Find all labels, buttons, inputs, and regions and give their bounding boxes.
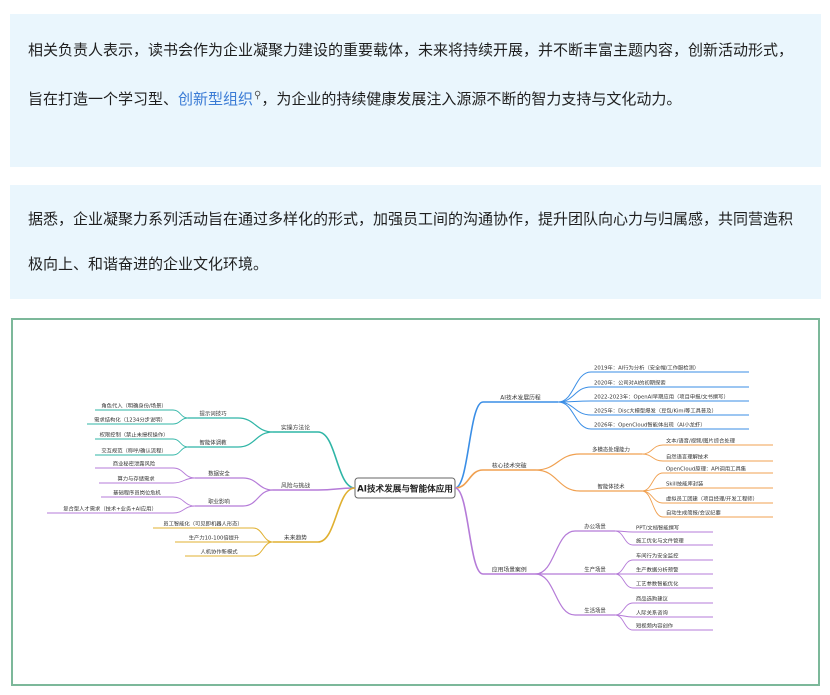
leaf-l2-0: 员工智能化（可见即机器人形态） xyxy=(163,520,242,528)
leaf-line-l1-1-1 xyxy=(172,505,196,514)
leaf-r1-0-0: 文本/语音/视频/图片综合处理 xyxy=(666,437,736,445)
leaf-r2-1-0: 车间行为安全监控 xyxy=(636,552,679,560)
leaf-r1-1-0: OpenCloud原理：API调用工具集 xyxy=(666,465,747,473)
leaf-line-l0-0-0 xyxy=(172,409,189,419)
leaf-r0-1: 2020年：公司对AI的初期探索 xyxy=(594,379,666,387)
leaf-line-r2-0-1 xyxy=(614,530,634,546)
leaf-line-r1-1-3 xyxy=(641,490,664,518)
sub-line-l0-1 xyxy=(237,431,274,448)
sub-label-l0-1: 智能体调教 xyxy=(200,439,228,447)
leaf-r1-1-1: Skill技能库封装 xyxy=(666,480,704,488)
paragraph1-text-before: 相关负责人表示，读书会作为企业凝聚力建设的重要载体，未来将持续开展，并不断丰富主… xyxy=(28,41,794,108)
paragraph-box-2: 据悉，企业凝聚力系列活动旨在通过多样化的形式，加强员工间的沟通协作，提升团队向心… xyxy=(10,185,821,299)
leaf-r2-1-2: 工艺参数智能优化 xyxy=(636,580,679,588)
leaf-line-r0-4 xyxy=(557,401,592,430)
mindmap-svg: AI技术发展与智能体应用 AI技术发展历程 2019年：AI行为分析（安全帽/工作服… xyxy=(47,364,773,631)
paragraph2-text: 据悉，企业凝聚力系列活动旨在通过多样化的形式，加强员工间的沟通协作，提升团队向心… xyxy=(28,210,794,273)
lbranch-line-0 xyxy=(317,431,356,489)
leaf-line-l0-1-0 xyxy=(172,438,189,448)
leaf-line-r0-3 xyxy=(557,401,592,416)
leaf-r0-3: 2025年：Disc大模型爆发（豆包/Kimi等工具普及） xyxy=(594,407,717,415)
leaf-l2-2: 人机协作新模式 xyxy=(200,548,238,556)
sub-label-l0-0: 提示词技巧 xyxy=(200,410,228,418)
leaf-line-l1-1-0 xyxy=(172,496,196,507)
mindmap-image: AI技术发展与智能体应用 AI技术发展历程 2019年：AI行为分析（安全帽/工作服… xyxy=(11,318,820,686)
leaf-line-r0-0 xyxy=(557,371,592,403)
leaf-line-l2-0 xyxy=(252,527,274,543)
leaf-r2-2-2: 短视频内容创作 xyxy=(636,622,674,630)
leaf-line-r1-1-1 xyxy=(641,487,664,492)
leaf-line-l2-2 xyxy=(252,541,274,557)
lbranch-line-2 xyxy=(317,487,356,543)
lbranch-label-2: 未来趋势 xyxy=(284,534,307,542)
sub-label-l1-1: 职业影响 xyxy=(208,498,230,506)
leaf-r1-1-2: 虚拟员工团建（项目经理/开发工程师） xyxy=(666,495,758,503)
leaf-l1-1-1: 复合型人才需求（技术+业务+AI应用） xyxy=(63,505,157,513)
leaf-r2-0-1: 施工优化与文件管理 xyxy=(636,537,684,545)
paragraph1-text-after: ，为企业的持续健康发展注入源源不断的智力支持与文化动力。 xyxy=(261,90,682,108)
sub-line-r1-0 xyxy=(535,453,581,471)
sub-label-r2-1: 生产场景 xyxy=(584,566,606,574)
sub-line-r1-1 xyxy=(535,469,581,492)
leaf-r2-1-1: 生产数据分析预警 xyxy=(636,566,679,574)
branch-line-2 xyxy=(454,487,484,575)
branch-line-0 xyxy=(454,401,484,489)
sub-line-l1-0 xyxy=(242,477,274,491)
leaf-l0-0-1: 需求结构化（1234分步说明） xyxy=(94,416,166,424)
paragraph-box-1: 相关负责人表示，读书会作为企业凝聚力建设的重要载体，未来将持续开展，并不断丰富主… xyxy=(10,14,821,167)
leaf-r2-2-0: 商品选购建议 xyxy=(636,595,668,603)
leaf-line-r2-2-0 xyxy=(614,602,634,616)
lbranch-label-0: 实操方法论 xyxy=(281,424,310,432)
sub-label-r1-0: 多模态处理能力 xyxy=(592,446,630,454)
leaf-l0-0-0: 角色代入（明确身份/场景） xyxy=(101,402,166,410)
lbranch-label-1: 风险与挑战 xyxy=(281,482,310,490)
sub-label-r1-1: 智能体技术 xyxy=(598,483,626,491)
leaf-line-l0-0-1 xyxy=(172,417,189,425)
sub-label-l1-0: 数据安全 xyxy=(208,470,230,478)
mindmap-root-label: AI技术发展与智能体应用 xyxy=(357,483,453,495)
sub-line-r2-0 xyxy=(535,530,576,575)
leaf-line-r1-1-2 xyxy=(641,490,664,504)
leaf-line-l1-0-0 xyxy=(172,467,196,479)
sub-label-r2-0: 办公场景 xyxy=(584,523,606,531)
leaf-r0-2: 2022-2023年：OpenAI早期应用（项目申报/文书撰写） xyxy=(594,393,729,401)
leaf-l1-0-1: 算力与存储需求 xyxy=(117,475,155,483)
leaf-l0-1-1: 交互规范（称呼/确认流程） xyxy=(101,447,166,455)
sub-line-l1-1 xyxy=(242,489,274,507)
leaf-l1-1-0: 基础程序员岗位危机 xyxy=(113,489,161,497)
leaf-r1-0-1: 自然语言理解技术 xyxy=(666,453,709,461)
leaf-line-l1-0-1 xyxy=(172,477,196,484)
leaf-l2-1: 生产力10-100倍提升 xyxy=(189,534,240,542)
leaf-r0-4: 2026年：OpenCloud智能体出现（AI小龙虾） xyxy=(594,421,706,429)
leaf-l0-1-0: 权限控制（禁止未授权操作） xyxy=(100,431,169,439)
branch-label-1: 核心技术突破 xyxy=(492,462,527,470)
leaf-r0-0: 2019年：AI行为分析（安全帽/工作服检测） xyxy=(594,364,699,372)
leaf-line-r0-1 xyxy=(557,386,592,403)
leaf-line-r2-1-2 xyxy=(614,573,634,589)
lbranch-line-1 xyxy=(317,487,356,491)
leaf-r1-1-3: 自动生成简报/会议纪要 xyxy=(666,509,721,517)
innovation-org-link[interactable]: 创新型组织 xyxy=(178,90,254,108)
leaf-line-l0-1-1 xyxy=(172,446,189,456)
branch-line-1 xyxy=(454,469,484,489)
sub-label-r2-2: 生活场景 xyxy=(584,607,606,615)
leaf-line-r1-0-0 xyxy=(641,444,664,455)
leaf-r2-0-0: PPT/文档智能撰写 xyxy=(636,524,679,532)
branch-label-0: AI技术发展历程 xyxy=(500,394,541,402)
branch-label-2: 应用场景案例 xyxy=(492,566,527,574)
sub-line-l0-0 xyxy=(237,417,274,433)
search-icon[interactable]: ⚲ xyxy=(254,90,262,101)
sub-line-r2-2 xyxy=(535,573,576,616)
leaf-line-r2-1-0 xyxy=(614,559,634,575)
leaf-line-r2-2-2 xyxy=(614,614,634,631)
leaf-l1-0-0: 商业秘密泄露风险 xyxy=(113,460,156,468)
leaf-line-r1-0-1 xyxy=(641,453,664,462)
leaf-r2-2-1: 人际关系咨询 xyxy=(636,609,668,617)
